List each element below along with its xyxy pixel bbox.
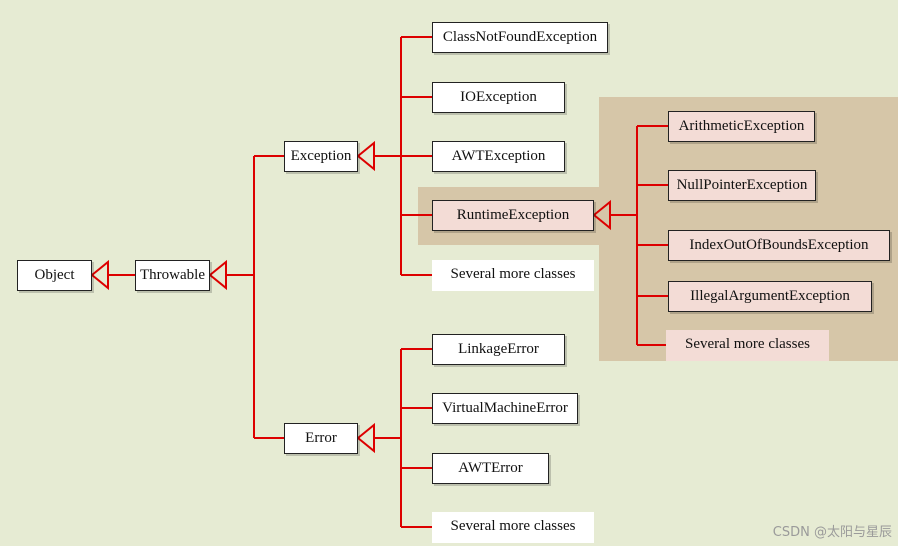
- node-awt-error: AWTError: [432, 453, 549, 484]
- node-runtime-exception: RuntimeException: [432, 200, 594, 231]
- node-exception-several-more: Several more classes: [432, 260, 594, 291]
- watermark: CSDN @太阳与星辰: [772, 525, 892, 540]
- node-null-pointer-exception: NullPointerException: [668, 170, 816, 201]
- node-virtual-machine-error: VirtualMachineError: [432, 393, 578, 424]
- node-exception: Exception: [284, 141, 358, 172]
- node-throwable: Throwable: [135, 260, 210, 291]
- node-error: Error: [284, 423, 358, 454]
- node-class-not-found-exception: ClassNotFoundException: [432, 22, 608, 53]
- node-index-out-of-bounds-exception: IndexOutOfBoundsException: [668, 230, 890, 261]
- node-io-exception: IOException: [432, 82, 565, 113]
- node-illegal-argument-exception: IllegalArgumentException: [668, 281, 872, 312]
- node-object: Object: [17, 260, 92, 291]
- node-runtime-several-more: Several more classes: [666, 330, 829, 361]
- node-linkage-error: LinkageError: [432, 334, 565, 365]
- node-error-several-more: Several more classes: [432, 512, 594, 543]
- node-arithmetic-exception: ArithmeticException: [668, 111, 815, 142]
- node-awt-exception: AWTException: [432, 141, 565, 172]
